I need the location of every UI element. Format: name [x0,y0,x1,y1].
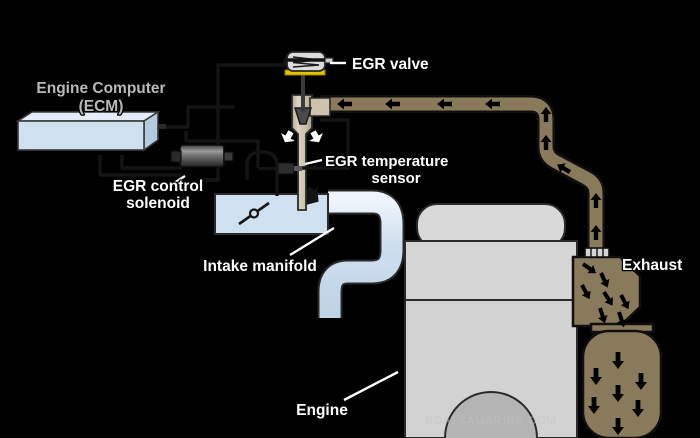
egr-valve-inlet-port [309,97,331,117]
vacuum-line-to-valve [216,58,325,107]
egr-valve [281,51,334,211]
label-egr-control-solenoid-line2: solenoid [126,195,190,212]
engine-computer [15,110,166,152]
ecm-harness-a [98,155,182,177]
ecm-harness-b [120,155,182,170]
egr-valve-pintle [294,107,312,125]
egr-control-solenoid [170,144,234,168]
label-egr-valve: EGR valve [352,56,429,73]
egr-temperature-sensor [258,162,302,175]
solenoid-body [179,144,225,168]
crank-pulley [444,391,538,438]
intake-duct [319,191,403,318]
label-egr-control-solenoid-line1: EGR control [113,178,203,195]
ecm-front-face [17,120,145,151]
leader-egr-control-solenoid [162,174,186,192]
vacuum-and-wiring [98,58,350,196]
label-engine-computer-abbrev: (ECM) [79,98,124,115]
throttle-plate [238,201,270,226]
solenoid-port [223,151,234,162]
egr-pipe-flow-arrows [337,98,602,240]
egr-pipe [320,95,610,258]
solenoid-connector [170,150,182,163]
watermark: BOATSAMARINE.COM [425,415,556,427]
leader-intake-manifold [289,226,335,257]
label-egr-temperature-sensor-line1: EGR temperature [325,153,448,170]
label-exhaust: Exhaust [622,257,682,274]
intake-assembly [214,186,405,318]
catalytic-converter [581,329,663,438]
vacuum-line-arch [245,150,279,196]
leader-lines [162,61,399,402]
exhaust-manifold-flow-arrows [580,262,630,328]
exhaust-manifold [571,255,642,328]
leader-egr-temperature-sensor [304,158,323,166]
cylinder-head [404,240,578,302]
label-intake-manifold: Intake manifold [203,258,317,275]
label-engine: Engine [296,402,348,419]
egr-pipe-tube [320,97,603,256]
vacuum-line-solenoid-feed [203,107,220,182]
catalytic-converter-flow-arrows [588,352,647,435]
temp-sensor-signal-line [184,131,260,168]
sensor-branch-line [302,118,350,170]
exhaust-assembly [571,255,663,438]
egr-temp-sensor-probe [294,166,302,171]
leader-engine [343,370,399,402]
ecm-connector [158,124,166,129]
egr-valve-stem [301,70,305,112]
label-engine-computer: Engine Computer [36,80,165,97]
ecm-signal-line-upper [153,105,235,129]
egr-valve-base-arrows [281,130,323,143]
label-egr-temperature-sensor-line2: sensor [371,170,420,187]
egr-pipe-clamp [584,247,610,258]
engine-block [404,203,578,438]
